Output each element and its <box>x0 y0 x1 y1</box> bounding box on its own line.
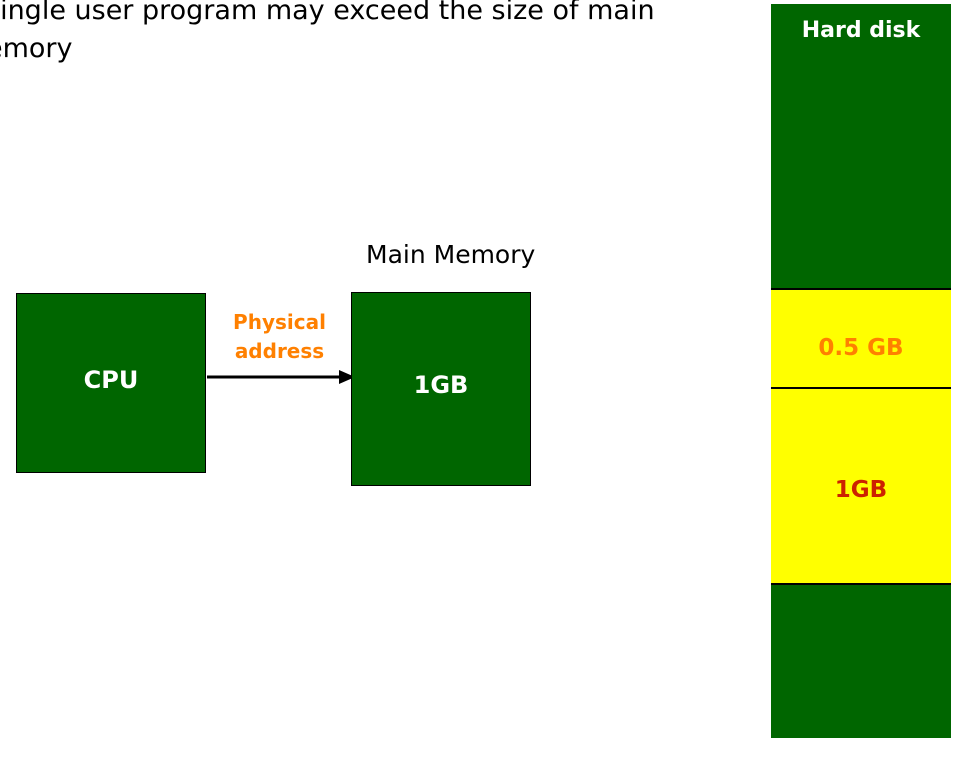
hard-disk-segment-half-gb: 0.5 GB <box>771 288 951 389</box>
physical-address-arrow-icon <box>207 370 355 384</box>
hard-disk-column: Hard disk 0.5 GB 1GB <box>771 4 951 738</box>
hard-disk-segment-one-gb: 1GB <box>771 389 951 585</box>
main-memory-title: Main Memory <box>366 240 536 269</box>
main-memory-block: 1GB <box>351 292 531 486</box>
hard-disk-half-gb-label: 0.5 GB <box>818 335 904 361</box>
physical-address-label: Physical address <box>233 310 326 363</box>
cpu-block: CPU <box>16 293 206 473</box>
hard-disk-segment-top: Hard disk <box>771 4 951 288</box>
main-memory-size-label: 1GB <box>413 371 469 399</box>
slide-heading-text: single user program may exceed the size … <box>0 0 655 64</box>
hard-disk-title: Hard disk <box>801 18 921 43</box>
hard-disk-one-gb-label: 1GB <box>834 477 888 503</box>
cpu-label: CPU <box>83 366 139 394</box>
hard-disk-segment-bottom <box>771 585 951 738</box>
